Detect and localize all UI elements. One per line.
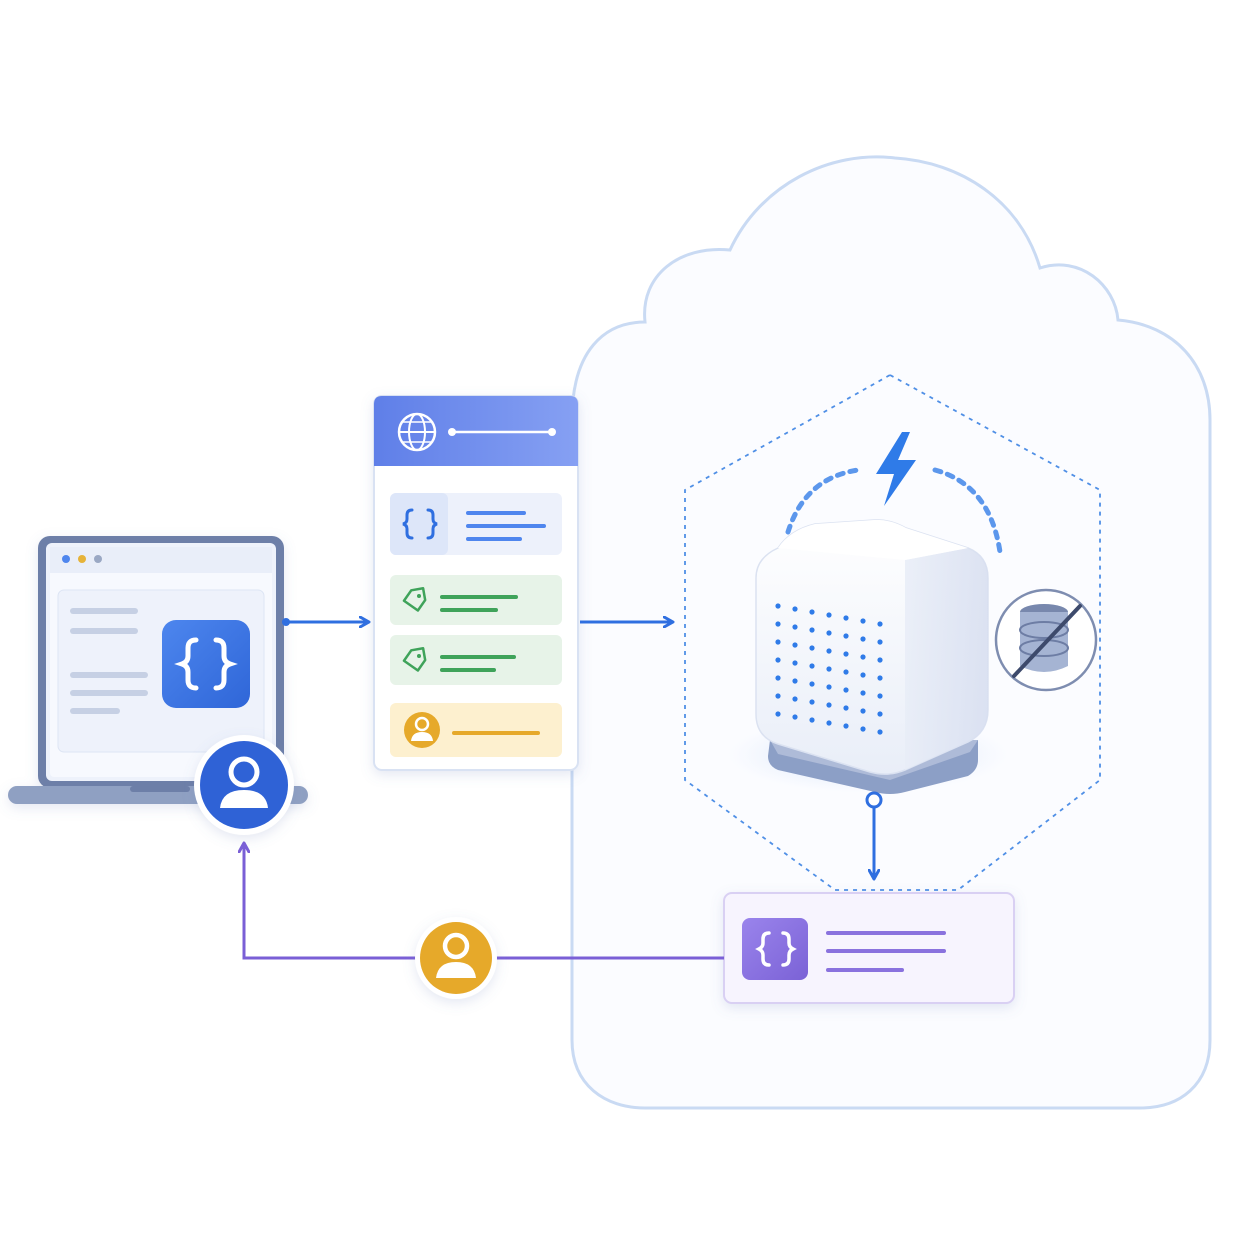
cube-dot <box>792 696 798 702</box>
activity-arc <box>932 467 1003 555</box>
globe-icon <box>397 412 437 452</box>
cube-dot <box>877 675 883 681</box>
cube-dot <box>809 645 815 651</box>
cube-dot <box>843 615 849 621</box>
cube-dot <box>877 729 883 735</box>
laptop-screen <box>50 547 272 777</box>
cube-dot <box>792 660 798 666</box>
cube-dot <box>826 702 832 708</box>
cube-dot <box>809 609 815 615</box>
cube-dot <box>775 639 781 645</box>
user-icon <box>404 712 440 748</box>
cube-dot <box>826 684 832 690</box>
window-dot-gray <box>94 555 102 563</box>
request-row-header <box>390 635 562 685</box>
cube-dot <box>809 699 815 705</box>
user-icon <box>220 756 268 808</box>
request-row-user <box>390 703 562 757</box>
cube-dot <box>877 657 883 663</box>
cube-dot <box>826 612 832 618</box>
cube-dot-grid <box>775 603 883 735</box>
code-braces-icon <box>162 620 250 708</box>
cube-dot <box>809 681 815 687</box>
request-card <box>373 395 579 771</box>
code-braces-icon <box>742 918 808 980</box>
cube-dot <box>809 627 815 633</box>
tag-icon <box>402 586 427 612</box>
lightning-icon <box>876 432 916 506</box>
window-dot-blue <box>62 555 70 563</box>
cube-dot <box>860 654 866 660</box>
text-line <box>70 708 120 714</box>
cube-dot <box>792 606 798 612</box>
cube-dot <box>877 693 883 699</box>
window-dot-yellow <box>78 555 86 563</box>
cube-dot <box>826 648 832 654</box>
cube-dot <box>792 714 798 720</box>
cube-dot <box>877 711 883 717</box>
cube-dot <box>860 636 866 642</box>
cube-dot <box>792 624 798 630</box>
text-line <box>70 690 148 696</box>
user-avatar-gold[interactable] <box>415 917 497 999</box>
cube-dot <box>809 717 815 723</box>
tag-icon <box>402 646 427 672</box>
cube-dot <box>877 639 883 645</box>
cube-dot <box>775 603 781 609</box>
text-line <box>70 608 138 614</box>
cube-dot <box>860 618 866 624</box>
cube-dot <box>877 621 883 627</box>
cube-dot <box>775 675 781 681</box>
cube-dot <box>775 711 781 717</box>
serverless-function <box>728 519 1008 794</box>
cube-dot <box>775 693 781 699</box>
url-bar <box>448 428 556 436</box>
no-database-icon <box>994 588 1098 692</box>
cube-dot <box>843 651 849 657</box>
cube-dot <box>775 657 781 663</box>
cube-dot <box>809 663 815 669</box>
cube-dot <box>860 690 866 696</box>
cube-dot <box>843 669 849 675</box>
request-row-header <box>390 575 562 625</box>
cube-dot <box>826 666 832 672</box>
cube-dot <box>843 723 849 729</box>
arrow-response-to-client <box>244 844 724 960</box>
text-line <box>70 628 138 634</box>
cube-dot <box>792 642 798 648</box>
cube-dot <box>826 720 832 726</box>
cube-dot <box>775 621 781 627</box>
code-braces-icon <box>402 508 438 540</box>
response-card <box>723 892 1015 1004</box>
cube-dot <box>843 687 849 693</box>
activity-arc <box>785 467 861 535</box>
user-icon <box>436 932 476 978</box>
cube-dot <box>860 708 866 714</box>
user-avatar-blue[interactable] <box>194 735 294 835</box>
cube-dot <box>826 630 832 636</box>
cube-dot <box>843 705 849 711</box>
cube-dot <box>860 726 866 732</box>
cube-dot <box>860 672 866 678</box>
text-line <box>70 672 148 678</box>
cube-dot <box>843 633 849 639</box>
cube-dot <box>792 678 798 684</box>
request-row-body <box>390 493 562 555</box>
